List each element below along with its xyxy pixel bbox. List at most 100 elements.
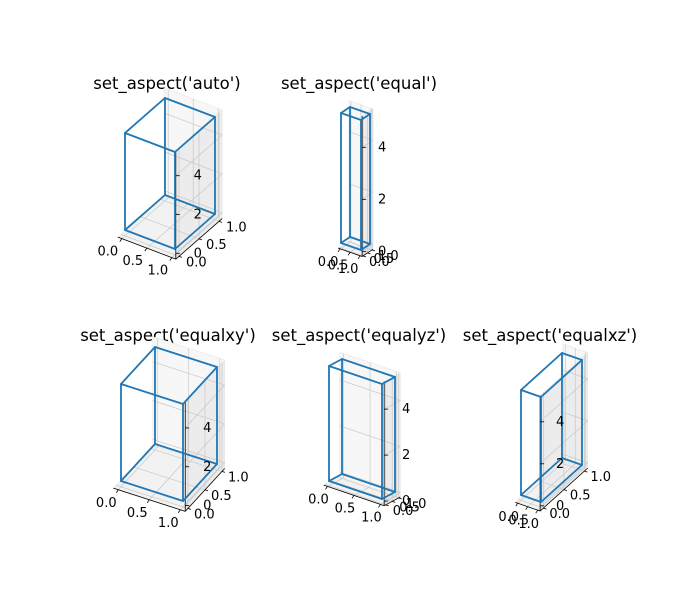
gridline [539, 378, 588, 423]
subplot-title: set_aspect('auto') [93, 74, 240, 94]
gridline [184, 384, 225, 429]
box-edge [360, 243, 371, 251]
tick-mark [144, 247, 148, 252]
gridline [184, 462, 225, 506]
x-tick-label: 0.0 [97, 245, 118, 260]
box-edge [561, 352, 583, 361]
y-tick-label: 0.5 [374, 252, 395, 267]
box-edge [341, 473, 396, 493]
x-tick-label: 0.5 [122, 254, 143, 269]
box-edge [340, 106, 351, 114]
gridline [152, 439, 225, 463]
gridline [518, 499, 544, 509]
box-edge [540, 464, 583, 503]
tick-mark [543, 507, 547, 510]
gridlines [120, 89, 223, 258]
tick-mark [146, 499, 150, 504]
box-edge [120, 346, 156, 385]
tick-mark [398, 497, 402, 500]
box-edge [341, 358, 396, 378]
gridline [383, 400, 401, 410]
tick-mark [347, 252, 351, 256]
gridline [140, 216, 200, 240]
z-tick-label: 4 [194, 169, 202, 184]
subplot-equalxz: set_aspect('equalxz') 0.00.51.00.00.51.0… [463, 326, 638, 532]
tick-mark [204, 489, 209, 492]
gridline [160, 198, 220, 222]
gridline [383, 492, 401, 502]
box-wireframe [124, 97, 216, 250]
z-tick-label: 2 [203, 460, 211, 475]
tick-mark [563, 489, 568, 491]
box-edge [124, 97, 166, 134]
z-tick-label: 2 [402, 448, 410, 463]
gridline [361, 243, 374, 252]
tick-mark [169, 257, 173, 261]
box-edge [120, 480, 184, 502]
gridline [339, 471, 401, 493]
subplot-equalxy: set_aspect('equalxy') 0.00.51.00.00.51.0… [80, 326, 256, 531]
tick-mark [115, 489, 119, 494]
gridline [562, 411, 588, 422]
x-tick-label: 0.0 [498, 510, 519, 525]
x-tick-label: 1.0 [158, 516, 179, 531]
gridlines [325, 353, 401, 506]
subplot-title: set_aspect('equalyz') [272, 326, 447, 346]
tick-mark [198, 238, 203, 241]
tick-mark [187, 508, 192, 510]
z-tick-label: 0 [556, 499, 564, 514]
y-tick-label: 1.0 [228, 470, 249, 485]
z-tick-label: 0 [402, 494, 410, 509]
gridline [175, 212, 223, 254]
z-tick-label: 2 [556, 457, 564, 472]
x-tick-label: 0.0 [96, 496, 117, 511]
x-tick-label: 0.5 [328, 258, 349, 273]
box-edge [381, 376, 396, 385]
y-tick-label: 0.0 [194, 507, 215, 522]
subplot-title: set_aspect('equalxy') [80, 326, 256, 346]
box-edge [340, 236, 351, 244]
subplot-title: set_aspect('equalxz') [463, 326, 638, 346]
box-edge [174, 116, 216, 153]
tick-mark [535, 509, 539, 514]
gridline [184, 423, 225, 467]
box-edge [164, 97, 216, 118]
x-tick-label: 1.0 [361, 510, 382, 525]
gridline [539, 420, 588, 465]
box-edge [174, 213, 216, 250]
box-edge [360, 113, 371, 121]
gridline [164, 151, 223, 175]
gridline [339, 379, 401, 401]
x-tick-label: 0.0 [318, 255, 339, 270]
y-tick-label: 0.0 [393, 504, 414, 519]
y-tick-label: 0.5 [570, 489, 591, 504]
y-tick-label: 1.0 [590, 470, 611, 485]
y-tick-label: 0.5 [206, 238, 227, 253]
box-edge [124, 194, 166, 231]
gridline [383, 446, 401, 456]
y-axis-line [184, 468, 225, 512]
subplot-title: set_aspect('equal') [281, 74, 437, 94]
tick-mark [337, 248, 341, 253]
y-tick-label: 0.0 [549, 507, 570, 522]
gridline [361, 191, 374, 200]
tick-mark [177, 509, 181, 514]
tick-mark [357, 255, 361, 260]
box-wireframe [328, 358, 396, 500]
x-tick-label: 0.5 [508, 514, 529, 529]
box-edge [154, 443, 218, 465]
box-wireframe [340, 106, 371, 251]
tick-mark [218, 220, 223, 223]
z-tick-label: 4 [402, 402, 410, 417]
box-edge [349, 106, 371, 115]
z-tick-label: 2 [378, 192, 386, 207]
box-edge [328, 365, 383, 385]
y-tick-label: 0.5 [399, 500, 420, 515]
